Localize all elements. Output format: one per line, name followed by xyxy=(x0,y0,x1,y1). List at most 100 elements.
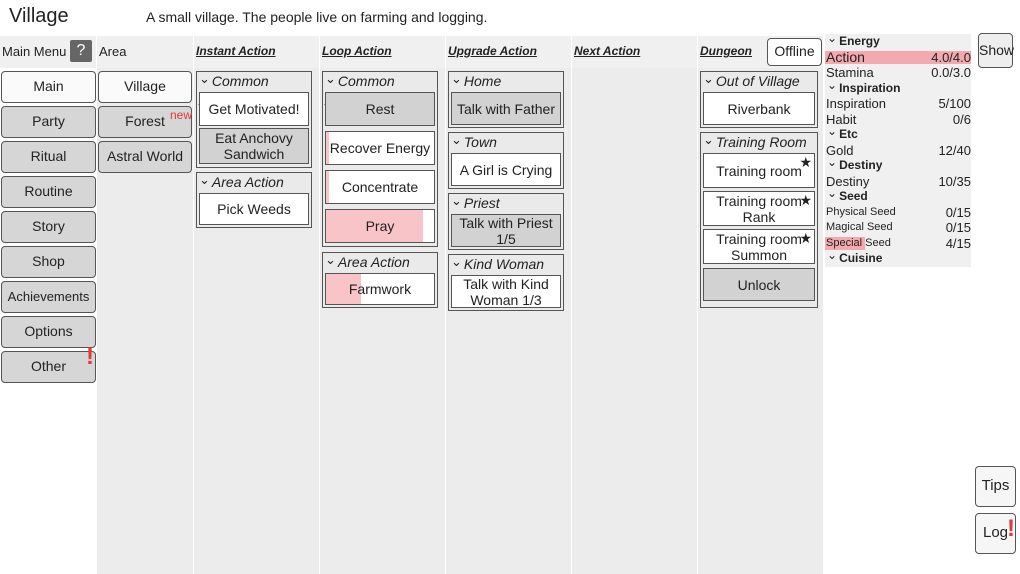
group-title: Kind Woman xyxy=(450,255,562,273)
action-label: Rest xyxy=(365,101,395,117)
progress-fill xyxy=(326,210,424,242)
stat-inspiration: Inspiration 5/100 xyxy=(825,96,971,112)
menu-item-routine[interactable]: Routine xyxy=(1,176,96,208)
tips-button[interactable]: Tips xyxy=(975,466,1016,507)
talk-kind-woman-button[interactable]: Talk with Kind Woman 1/3 xyxy=(451,275,561,308)
stat-habit: Habit 0/6 xyxy=(825,112,971,128)
show-button[interactable]: Show xyxy=(978,33,1014,68)
stat-physical-seed: Physical Seed 0/15 xyxy=(825,205,971,221)
action-label: Eat Anchovy Sandwich xyxy=(215,130,293,162)
pray-button[interactable]: Pray xyxy=(325,209,435,243)
dungeon-out-village-group: Out of Village Riverbank xyxy=(700,71,818,128)
help-button[interactable]: ? xyxy=(70,40,92,62)
stat-gold: Gold 12/40 xyxy=(825,143,971,159)
stat-value: 10/35 xyxy=(938,173,971,189)
loop-common-group: Common Action Rest Recover Energy Concen… xyxy=(322,71,438,247)
menu-item-shop[interactable]: Shop xyxy=(1,246,96,278)
menu-item-achievements[interactable]: Achievements xyxy=(1,281,96,313)
offline-button[interactable]: Offline xyxy=(767,38,822,66)
page-title: Village xyxy=(9,5,69,27)
action-label: Training room Summon xyxy=(716,230,802,263)
action-label: A Girl is Crying xyxy=(459,161,553,178)
group-title: Out of Village xyxy=(702,72,816,90)
stat-group-inspiration[interactable]: Inspiration xyxy=(825,81,971,97)
menu-item-story[interactable]: Story xyxy=(1,211,96,243)
group-title: Common Action xyxy=(324,72,436,108)
stat-action: Action 4.0/4.0 xyxy=(825,48,971,66)
stat-group-etc[interactable]: Etc xyxy=(825,127,971,143)
next-column-bg xyxy=(572,68,697,574)
new-badge: new xyxy=(169,108,192,122)
group-title: Town xyxy=(450,133,562,151)
page-description: A small village. The people live on farm… xyxy=(146,9,488,25)
area-heading: Area xyxy=(97,36,193,68)
stat-name: Magical Seed xyxy=(826,221,893,233)
stat-name: Habit xyxy=(826,111,857,127)
stat-name: Action xyxy=(826,48,865,65)
training-rank-button[interactable]: Training room Rank ★ xyxy=(703,191,815,226)
talk-priest-button[interactable]: Talk with Priest 1/5 xyxy=(451,214,561,247)
loop-action-heading: Loop Action xyxy=(320,36,445,68)
action-label: Training room Rank xyxy=(716,192,802,225)
action-label: Concentrate xyxy=(341,179,419,195)
stat-name: Inspiration xyxy=(826,96,886,111)
stat-special-seed: Special Seed 4/15 xyxy=(825,236,971,252)
training-summon-button[interactable]: Training room Summon ★ xyxy=(703,229,815,264)
group-title: Training Room xyxy=(702,133,816,151)
riverbank-button[interactable]: Riverbank xyxy=(703,92,815,125)
recover-energy-button[interactable]: Recover Energy xyxy=(325,131,435,165)
girl-crying-button[interactable]: A Girl is Crying xyxy=(451,153,561,186)
action-label: Pray xyxy=(365,218,395,234)
stat-name: Stamina xyxy=(826,65,874,80)
pick-weeds-button[interactable]: Pick Weeds xyxy=(199,193,309,225)
rest-button[interactable]: Rest xyxy=(325,92,435,126)
upgrade-action-heading: Upgrade Action xyxy=(446,36,571,68)
stat-name: Special Seed xyxy=(826,236,891,249)
menu-item-options[interactable]: Options xyxy=(1,316,96,348)
area-item-astral-world[interactable]: Astral World xyxy=(98,141,192,173)
stat-value: 12/40 xyxy=(938,142,971,158)
stat-magical-seed: Magical Seed 0/15 xyxy=(825,220,971,236)
action-label: Talk with Father xyxy=(456,100,556,117)
unlock-button[interactable]: Unlock xyxy=(703,268,815,301)
stat-group-cuisine[interactable]: Cuisine xyxy=(825,251,971,267)
farmwork-button[interactable]: Farmwork xyxy=(325,273,435,305)
stat-value: 0.0/3.0 xyxy=(931,65,971,80)
concentrate-button[interactable]: Concentrate xyxy=(325,170,435,204)
stat-value: 0/6 xyxy=(952,111,971,127)
action-label: Talk with Priest 1/5 xyxy=(459,214,553,247)
action-label: Unlock xyxy=(737,276,781,293)
log-button[interactable]: Log ! xyxy=(975,513,1016,554)
stat-group-energy[interactable]: Energy xyxy=(825,34,971,50)
talk-father-button[interactable]: Talk with Father xyxy=(451,92,561,125)
other-alert-icon: ! xyxy=(86,343,94,370)
action-label: Pick Weeds xyxy=(217,201,291,217)
menu-item-ritual[interactable]: Ritual xyxy=(1,141,96,173)
menu-item-main[interactable]: Main xyxy=(1,71,96,103)
eat-sandwich-button[interactable]: Eat Anchovy Sandwich xyxy=(199,128,309,164)
area-item-forest[interactable]: Forest new xyxy=(98,106,192,138)
stat-value: 0/15 xyxy=(945,204,971,220)
stat-group-destiny[interactable]: Destiny xyxy=(825,158,971,174)
area-item-forest-label: Forest xyxy=(125,113,165,129)
star-icon: ★ xyxy=(799,192,812,208)
menu-item-other[interactable]: Other ! xyxy=(1,343,96,383)
progress-fill xyxy=(326,171,329,203)
stat-name: Destiny xyxy=(826,173,870,189)
stat-group-seed[interactable]: Seed xyxy=(825,189,971,205)
group-title: Common Action xyxy=(198,72,310,108)
area-item-village[interactable]: Village xyxy=(98,71,192,103)
stat-name: Gold xyxy=(826,142,854,158)
next-action-heading: Next Action xyxy=(572,36,697,68)
stat-stamina: Stamina 0.0/3.0 xyxy=(825,65,971,81)
stat-value: 4.0/4.0 xyxy=(931,49,971,65)
menu-item-party[interactable]: Party xyxy=(1,106,96,138)
get-motivated-button[interactable]: Get Motivated! xyxy=(199,92,309,126)
action-label: Riverbank xyxy=(727,100,791,117)
stats-panel: Energy Action 4.0/4.0 Stamina 0.0/3.0 In… xyxy=(825,34,971,267)
instant-common-group: Common Action Get Motivated! Eat Anchovy… xyxy=(196,71,312,168)
stat-destiny: Destiny 10/35 xyxy=(825,174,971,190)
loop-area-group: Area Action Farmwork xyxy=(322,252,438,308)
stat-fill xyxy=(825,236,865,250)
training-room-button[interactable]: Training room ★ xyxy=(703,153,815,188)
